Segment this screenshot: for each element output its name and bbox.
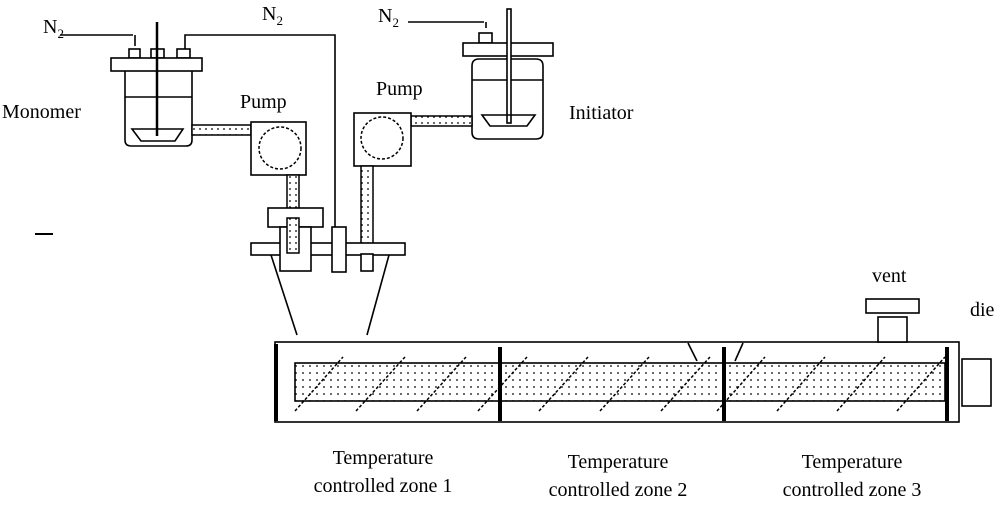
n2-label-right-text: N xyxy=(378,5,392,27)
extruder-screw xyxy=(294,362,946,402)
initiator-jar xyxy=(471,58,544,140)
n2-subscript: 2 xyxy=(392,15,399,30)
die-block xyxy=(961,358,992,407)
screw-flight xyxy=(477,356,528,412)
initiator-feed-tube xyxy=(410,115,473,127)
zone1-label-line1: Temperature xyxy=(333,447,434,469)
n2-label-left: N2 xyxy=(43,16,64,41)
n2-label-middle-text: N xyxy=(262,3,276,25)
initiator-stirrer-shaft xyxy=(506,8,512,124)
vent-stack xyxy=(877,316,908,343)
vent-cap xyxy=(865,298,920,314)
monomer-feed-tube xyxy=(191,124,252,136)
extruder xyxy=(274,298,992,423)
n2-label-left-text: N xyxy=(43,16,57,38)
zone2-label-line2: controlled zone 2 xyxy=(549,479,688,501)
n2-subscript: 2 xyxy=(276,13,283,28)
barrel-mark xyxy=(734,342,744,362)
zone1-label-line2: controlled zone 1 xyxy=(314,475,453,497)
screw-flight xyxy=(294,356,344,412)
die-label: die xyxy=(970,299,995,321)
vent-label: vent xyxy=(872,265,907,287)
manifold-plate xyxy=(250,242,406,256)
n2-label-right: N2 xyxy=(378,5,399,30)
screw-flight xyxy=(836,356,886,412)
screw-flight xyxy=(355,356,406,412)
monomer-port-left xyxy=(128,48,141,59)
screw-flight xyxy=(776,356,826,412)
right-pump xyxy=(353,112,412,255)
screw-flight xyxy=(599,356,650,412)
hopper-right-wall xyxy=(366,254,390,336)
zone3-label-line1: Temperature xyxy=(802,451,903,473)
initiator-stirrer-blade xyxy=(480,114,537,127)
n2-feed-block xyxy=(331,226,347,273)
hopper-left-wall xyxy=(270,254,298,336)
screw-flight xyxy=(416,356,467,412)
screw-flight xyxy=(716,356,766,412)
initiator-vessel xyxy=(408,8,554,140)
zone3-label-line2: controlled zone 3 xyxy=(783,479,922,501)
monomer-vessel xyxy=(60,22,336,228)
monomer-label: Monomer xyxy=(2,101,81,123)
zone2-label-line1: Temperature xyxy=(568,451,669,473)
feed-manifold xyxy=(250,207,406,336)
right-pump-housing xyxy=(353,112,412,167)
barrel-mark xyxy=(687,342,698,362)
monomer-jar xyxy=(124,71,193,147)
n2-label-middle: N2 xyxy=(262,3,283,28)
screw-flight xyxy=(660,356,711,412)
screw-flight xyxy=(896,356,946,412)
screw-flights xyxy=(294,356,946,412)
initiator-label: Initiator xyxy=(569,102,634,124)
left-pump-housing xyxy=(250,121,307,176)
monomer-stirrer-blade xyxy=(130,128,185,142)
right-pump-rotor-icon xyxy=(360,116,404,160)
left-pump-label: Pump xyxy=(240,91,287,113)
right-pump-outlet-tube xyxy=(360,165,374,255)
manifold-left-feed xyxy=(286,217,300,254)
initiator-port xyxy=(478,32,493,44)
left-pump-rotor-icon xyxy=(258,126,302,170)
n2-subscript: 2 xyxy=(57,26,64,41)
n2-line-middle xyxy=(184,34,336,228)
monomer-port-right xyxy=(176,48,191,59)
screw-flight xyxy=(538,356,589,412)
right-pump-label: Pump xyxy=(376,78,423,100)
manifold-right-nozzle xyxy=(360,253,374,272)
